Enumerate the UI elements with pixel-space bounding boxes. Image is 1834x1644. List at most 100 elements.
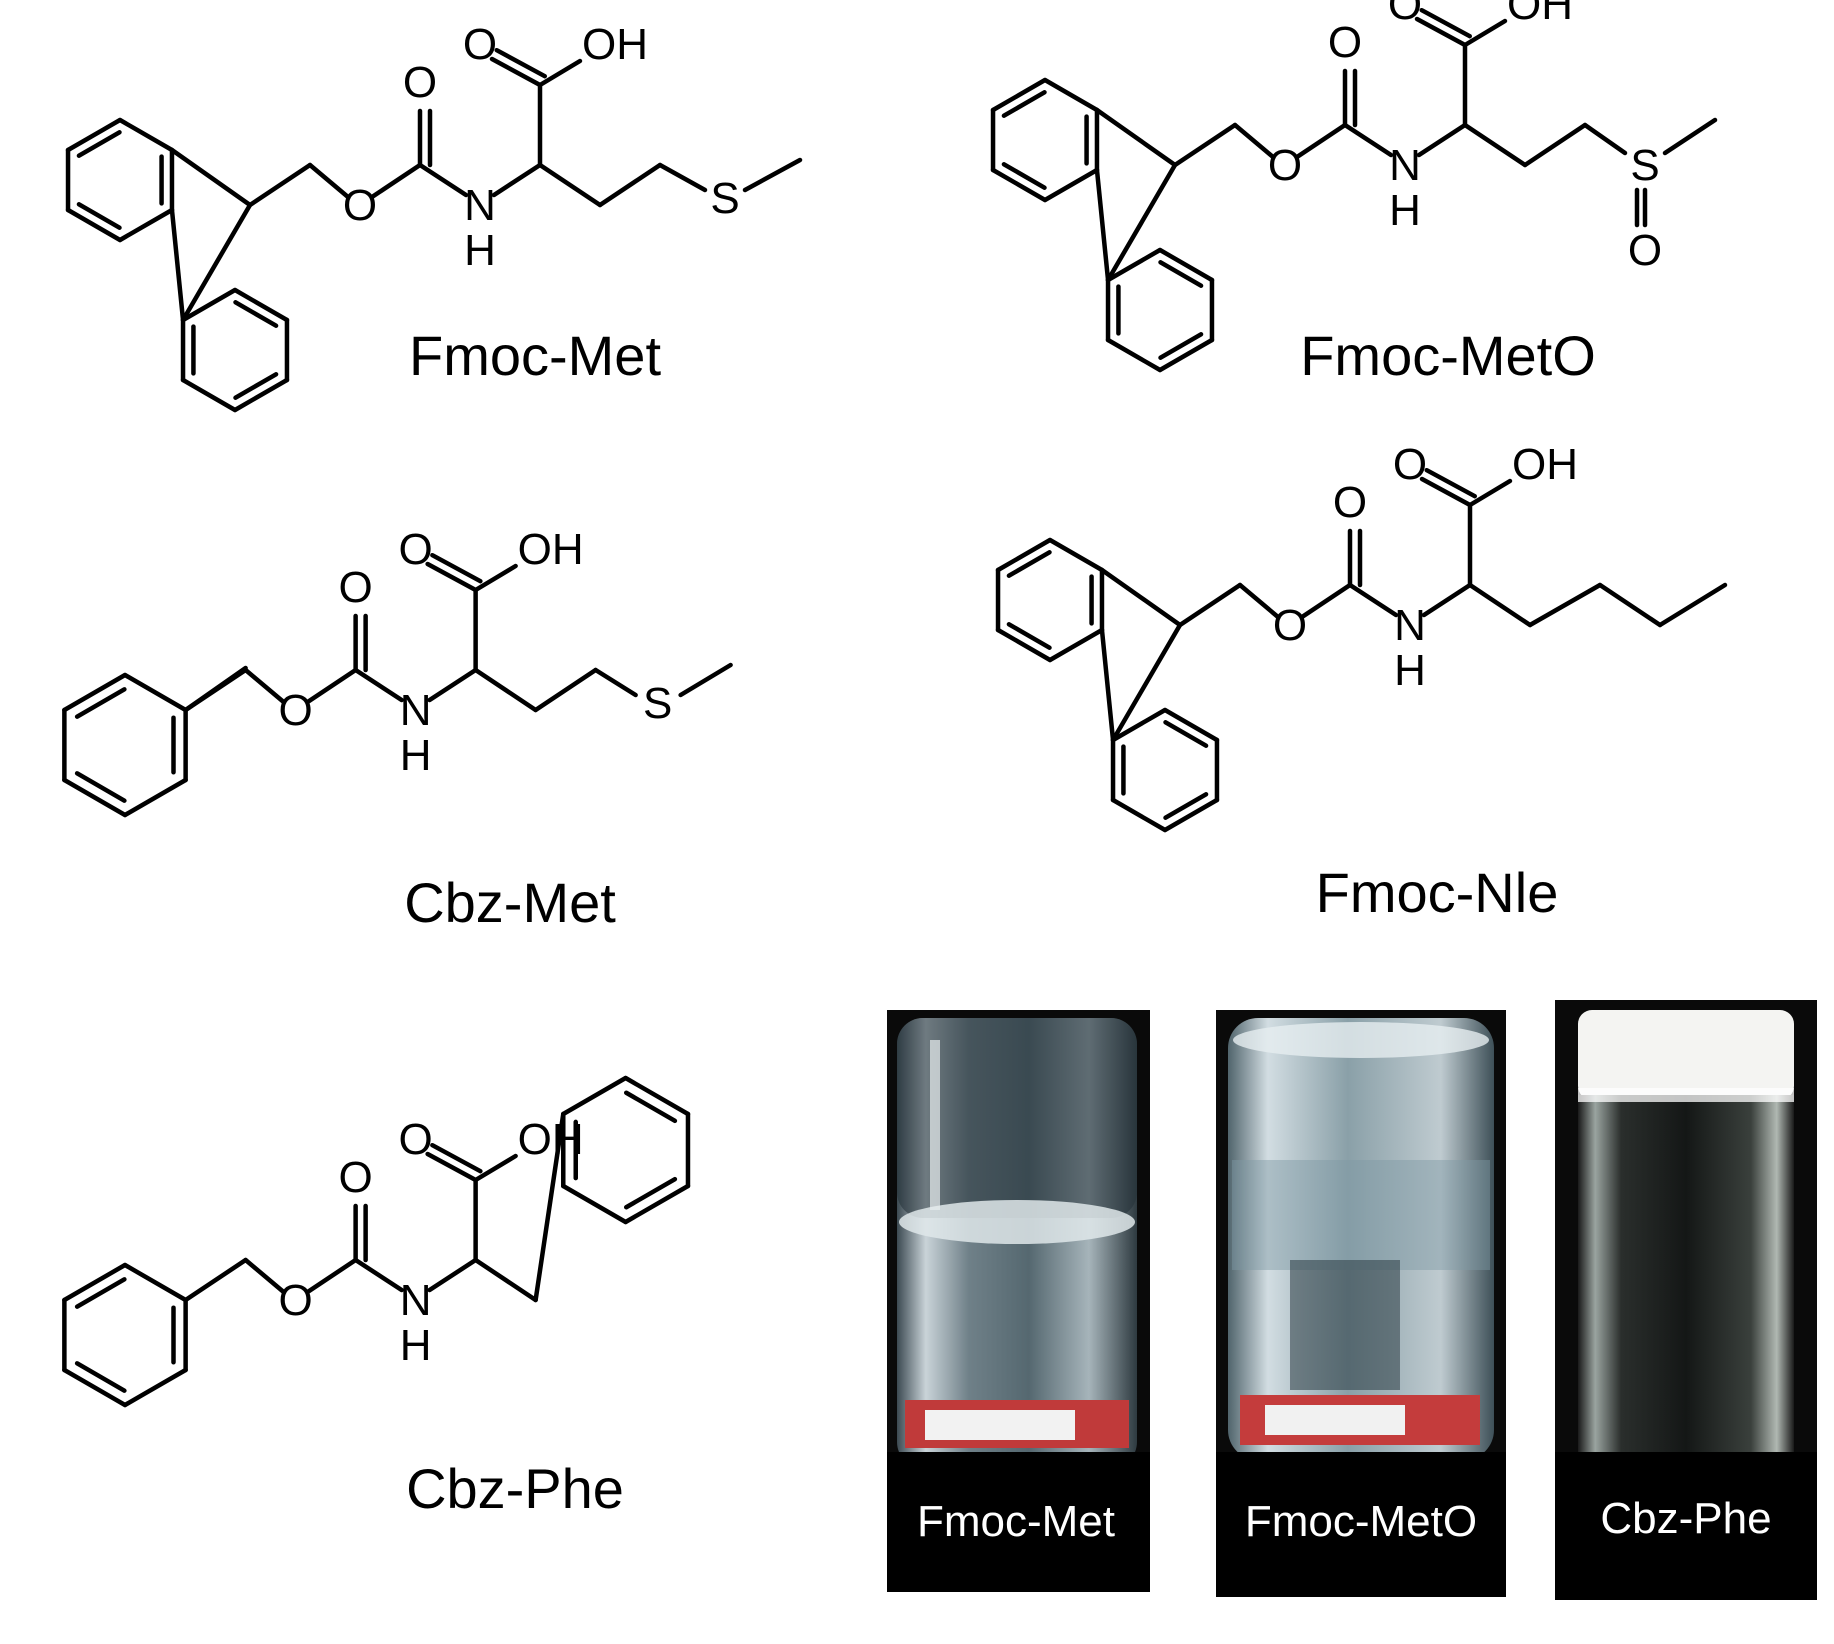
bond [243, 667, 286, 705]
bond [473, 563, 518, 593]
atom-oh: OH [582, 20, 648, 69]
compound-label-cbz-met: Cbz-Met [404, 871, 616, 934]
atom-oh: OH [1507, 0, 1573, 29]
atom-n: N [1389, 141, 1421, 190]
bond [62, 1367, 128, 1408]
atom-s: S [643, 679, 672, 728]
bond [62, 1262, 128, 1303]
bond [473, 1153, 518, 1183]
bond [1232, 122, 1276, 160]
bond [183, 667, 248, 713]
atom-o-ester: O [279, 1276, 313, 1325]
bond [1094, 107, 1178, 168]
structure-bonds [62, 7, 1728, 1408]
atom-o-sulfoxide: O [1628, 226, 1662, 275]
bond [62, 672, 128, 713]
bond [417, 162, 469, 198]
bond [74, 1361, 127, 1393]
bond [1462, 18, 1508, 48]
atom-h: H [464, 226, 496, 275]
bond [180, 287, 238, 323]
compound-label-cbz-phe: Cbz-Phe [406, 1457, 624, 1520]
bond [995, 537, 1053, 573]
atom-n: N [400, 1276, 432, 1325]
bond [990, 167, 1048, 203]
atom-n: N [464, 181, 496, 230]
bond [1099, 627, 1116, 743]
atom-s: S [1630, 141, 1659, 190]
bond [1177, 582, 1243, 628]
atom-o-carbonyl: O [1333, 478, 1367, 527]
bond [657, 162, 708, 193]
bond [537, 58, 583, 88]
bond [1421, 582, 1473, 618]
bond [1424, 467, 1478, 499]
bond [1597, 582, 1663, 628]
atom-h: H [1394, 646, 1426, 695]
bond [473, 1257, 538, 1303]
bond [537, 162, 603, 208]
bond [1342, 122, 1394, 158]
bond [247, 162, 313, 208]
bond [494, 47, 548, 79]
bond [1110, 707, 1168, 743]
bond [623, 1183, 691, 1225]
bond [1522, 122, 1588, 168]
bond [232, 377, 290, 413]
atom-n: N [1394, 601, 1426, 650]
bond [76, 202, 122, 230]
bond [425, 561, 478, 593]
bond [1419, 476, 1473, 508]
atom-o-carbonyl: O [1328, 18, 1362, 67]
bond [1099, 567, 1183, 628]
bond [473, 667, 538, 713]
atom-s: S [710, 174, 739, 223]
bond [1162, 797, 1220, 833]
bond [1299, 582, 1353, 620]
atom-o-acid: O [463, 20, 497, 69]
bond [1105, 337, 1163, 373]
atom-n: N [400, 686, 432, 735]
vial-photo-cbz-phe: Cbz-Phe [1555, 1000, 1817, 1600]
bond [425, 1151, 478, 1183]
bond [1414, 16, 1468, 48]
vial-photo-fmoc-met: Fmoc-Met [887, 1010, 1150, 1592]
bond [533, 1111, 566, 1303]
bond [430, 552, 483, 584]
bond [1347, 582, 1399, 618]
bond [593, 667, 638, 698]
bond [1006, 622, 1052, 650]
bond [307, 162, 351, 200]
atom-o-carbonyl: O [339, 1153, 373, 1202]
bond [1662, 117, 1718, 156]
bond [243, 1257, 286, 1295]
atom-o-ester: O [279, 686, 313, 735]
bond [232, 287, 290, 323]
bond [305, 1257, 358, 1295]
bond [995, 627, 1053, 663]
bond [1157, 247, 1215, 283]
atom-oh: OH [1512, 440, 1578, 489]
bond [353, 1257, 404, 1293]
bond [533, 667, 598, 713]
bond [1047, 627, 1105, 663]
bond [427, 1257, 478, 1293]
bond [1105, 162, 1178, 283]
vial-label-fmoc-met: Fmoc-Met [917, 1497, 1115, 1546]
bond [122, 1367, 188, 1408]
compound-label-fmoc-met: Fmoc-Met [409, 324, 661, 387]
bond [1527, 582, 1603, 628]
atom-o-acid: O [1388, 0, 1422, 29]
bond [1462, 122, 1528, 168]
bond [742, 157, 803, 193]
bond [597, 162, 663, 208]
bond [65, 207, 123, 243]
atom-h: H [400, 1321, 432, 1370]
bond [1294, 122, 1348, 160]
bond [233, 300, 279, 328]
bond [1042, 167, 1100, 203]
bond [117, 117, 175, 153]
bond [430, 1142, 483, 1174]
vial-label-cbz-phe: Cbz-Phe [1600, 1494, 1771, 1543]
